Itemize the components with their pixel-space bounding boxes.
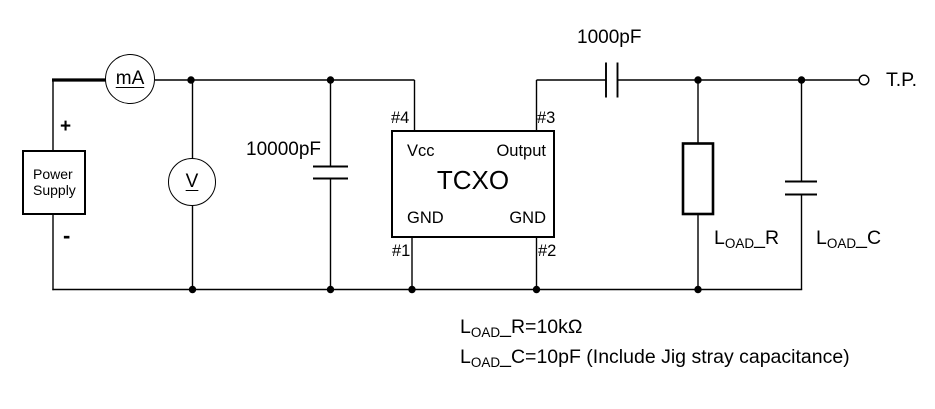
tcxo-output-label: Output [496,142,546,160]
load-capacitor-label-main: L [816,227,827,249]
voltmeter-label: V [185,171,199,192]
ammeter-label: mA [115,68,145,89]
load-resistor-label-sub: OAD [724,236,755,251]
junction-dot [326,76,335,84]
load-capacitor-label-rest: _C [856,227,882,249]
note1-rest: _R=10kΩ [500,316,583,338]
load-capacitor-label: LOAD_C [816,227,882,251]
note-load-resistor-value: LOAD_R=10kΩ [460,316,850,346]
tcxo-pin3-label: #3 [537,109,556,127]
load-resistor-label: LOAD_R [714,227,780,251]
voltmeter: V [168,158,216,206]
junction-dot [187,76,195,84]
junction-dot [694,285,702,294]
testpoint-terminal [858,74,870,86]
power-supply-label-line1: Power [33,166,73,182]
note2-rest: _C=10pF (Include Jig stray capacitance) [500,346,850,368]
note1-main: L [460,316,471,338]
notes-block: LOAD_R=10kΩ LOAD_C=10pF (Include Jig str… [460,316,850,376]
test-point-label: T.P. [886,69,918,91]
tcxo-box: Vcc Output TCXO GND GND [391,130,555,238]
tcxo-pin4-label: #4 [391,109,410,127]
ammeter: mA [105,54,155,104]
plus-terminal-label: + [60,116,72,137]
power-supply-label-line2: Supply [33,181,76,198]
coupling-capacitor-value-label: 1000pF [577,27,642,48]
tcxo-title: TCXO [436,165,510,195]
tcxo-gnd-left-label: GND [407,209,444,227]
junction-dot [694,76,702,84]
power-supply-box: Power Supply [22,150,86,215]
tcxo-gnd-right-label: GND [509,209,546,227]
tcxo-pin1-label: #1 [392,242,411,260]
note-load-capacitor-value: LOAD_C=10pF (Include Jig stray capacitan… [460,346,850,376]
junction-dot [408,285,416,294]
note2-sub: OAD [470,355,501,370]
bypass-capacitor-value-label: 10000pF [246,139,322,160]
tcxo-vcc-label: Vcc [407,142,435,160]
tcxo-pin2-label: #2 [538,242,557,260]
junction-dot [326,285,335,294]
minus-terminal-label: - [63,223,71,248]
load-resistor-body [681,142,715,216]
note2-main: L [460,346,471,368]
junction-dot [797,76,806,84]
load-resistor-label-main: L [714,227,725,249]
load-capacitor-label-sub: OAD [826,236,857,251]
junction-dot [532,285,541,294]
junction-dot [188,285,197,294]
load-resistor-label-rest: _R [754,227,780,249]
note1-sub: OAD [470,325,501,340]
